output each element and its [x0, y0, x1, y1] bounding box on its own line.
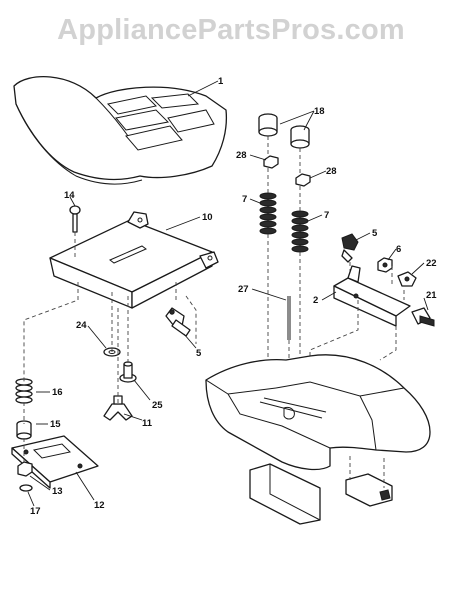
bushing-right — [290, 125, 310, 149]
callout-13: 13 — [52, 486, 63, 497]
callout-14: 14 — [64, 190, 75, 201]
callout-1: 1 — [218, 76, 224, 87]
pivot-bracket — [333, 265, 411, 327]
callout-15: 15 — [50, 419, 61, 430]
seat-spring — [15, 378, 33, 404]
callout-28-right: 28 — [326, 166, 337, 177]
callout-5-left: 5 — [196, 348, 202, 359]
tractor-frame — [205, 354, 431, 525]
callout-21: 21 — [426, 290, 437, 301]
bushing-left — [258, 113, 278, 137]
seat-pan — [49, 211, 219, 309]
callout-25: 25 — [152, 400, 163, 411]
callout-18: 18 — [314, 106, 325, 117]
callout-11: 11 — [142, 418, 153, 429]
callout-2: 2 — [313, 295, 318, 306]
callout-27: 27 — [238, 284, 249, 295]
callout-5-right: 5 — [372, 228, 378, 239]
seat-bolt — [69, 205, 81, 233]
callout-22: 22 — [426, 258, 437, 269]
lock-washer — [19, 484, 33, 492]
spring-right — [291, 210, 309, 253]
spring-left — [259, 192, 277, 235]
watermark: AppliancePartsPros.com — [57, 14, 405, 46]
callout-28-left: 28 — [236, 150, 247, 161]
shoulder-bolt — [119, 361, 137, 383]
hex-bolt — [411, 307, 435, 327]
seat — [13, 76, 228, 185]
callout-12: 12 — [94, 500, 105, 511]
jam-nut-left — [263, 155, 279, 169]
callout-7-left: 7 — [242, 194, 247, 205]
hinge-clip-left — [165, 307, 191, 337]
flat-washer — [397, 271, 417, 287]
callout-10: 10 — [202, 212, 213, 223]
nut — [17, 461, 33, 477]
callout-7-right: 7 — [324, 210, 329, 221]
callout-24: 24 — [76, 320, 87, 331]
hex-nut — [377, 257, 393, 273]
callout-16: 16 — [52, 387, 63, 398]
jam-nut-right — [295, 173, 311, 187]
callout-6: 6 — [396, 244, 401, 255]
callout-17: 17 — [30, 506, 41, 517]
